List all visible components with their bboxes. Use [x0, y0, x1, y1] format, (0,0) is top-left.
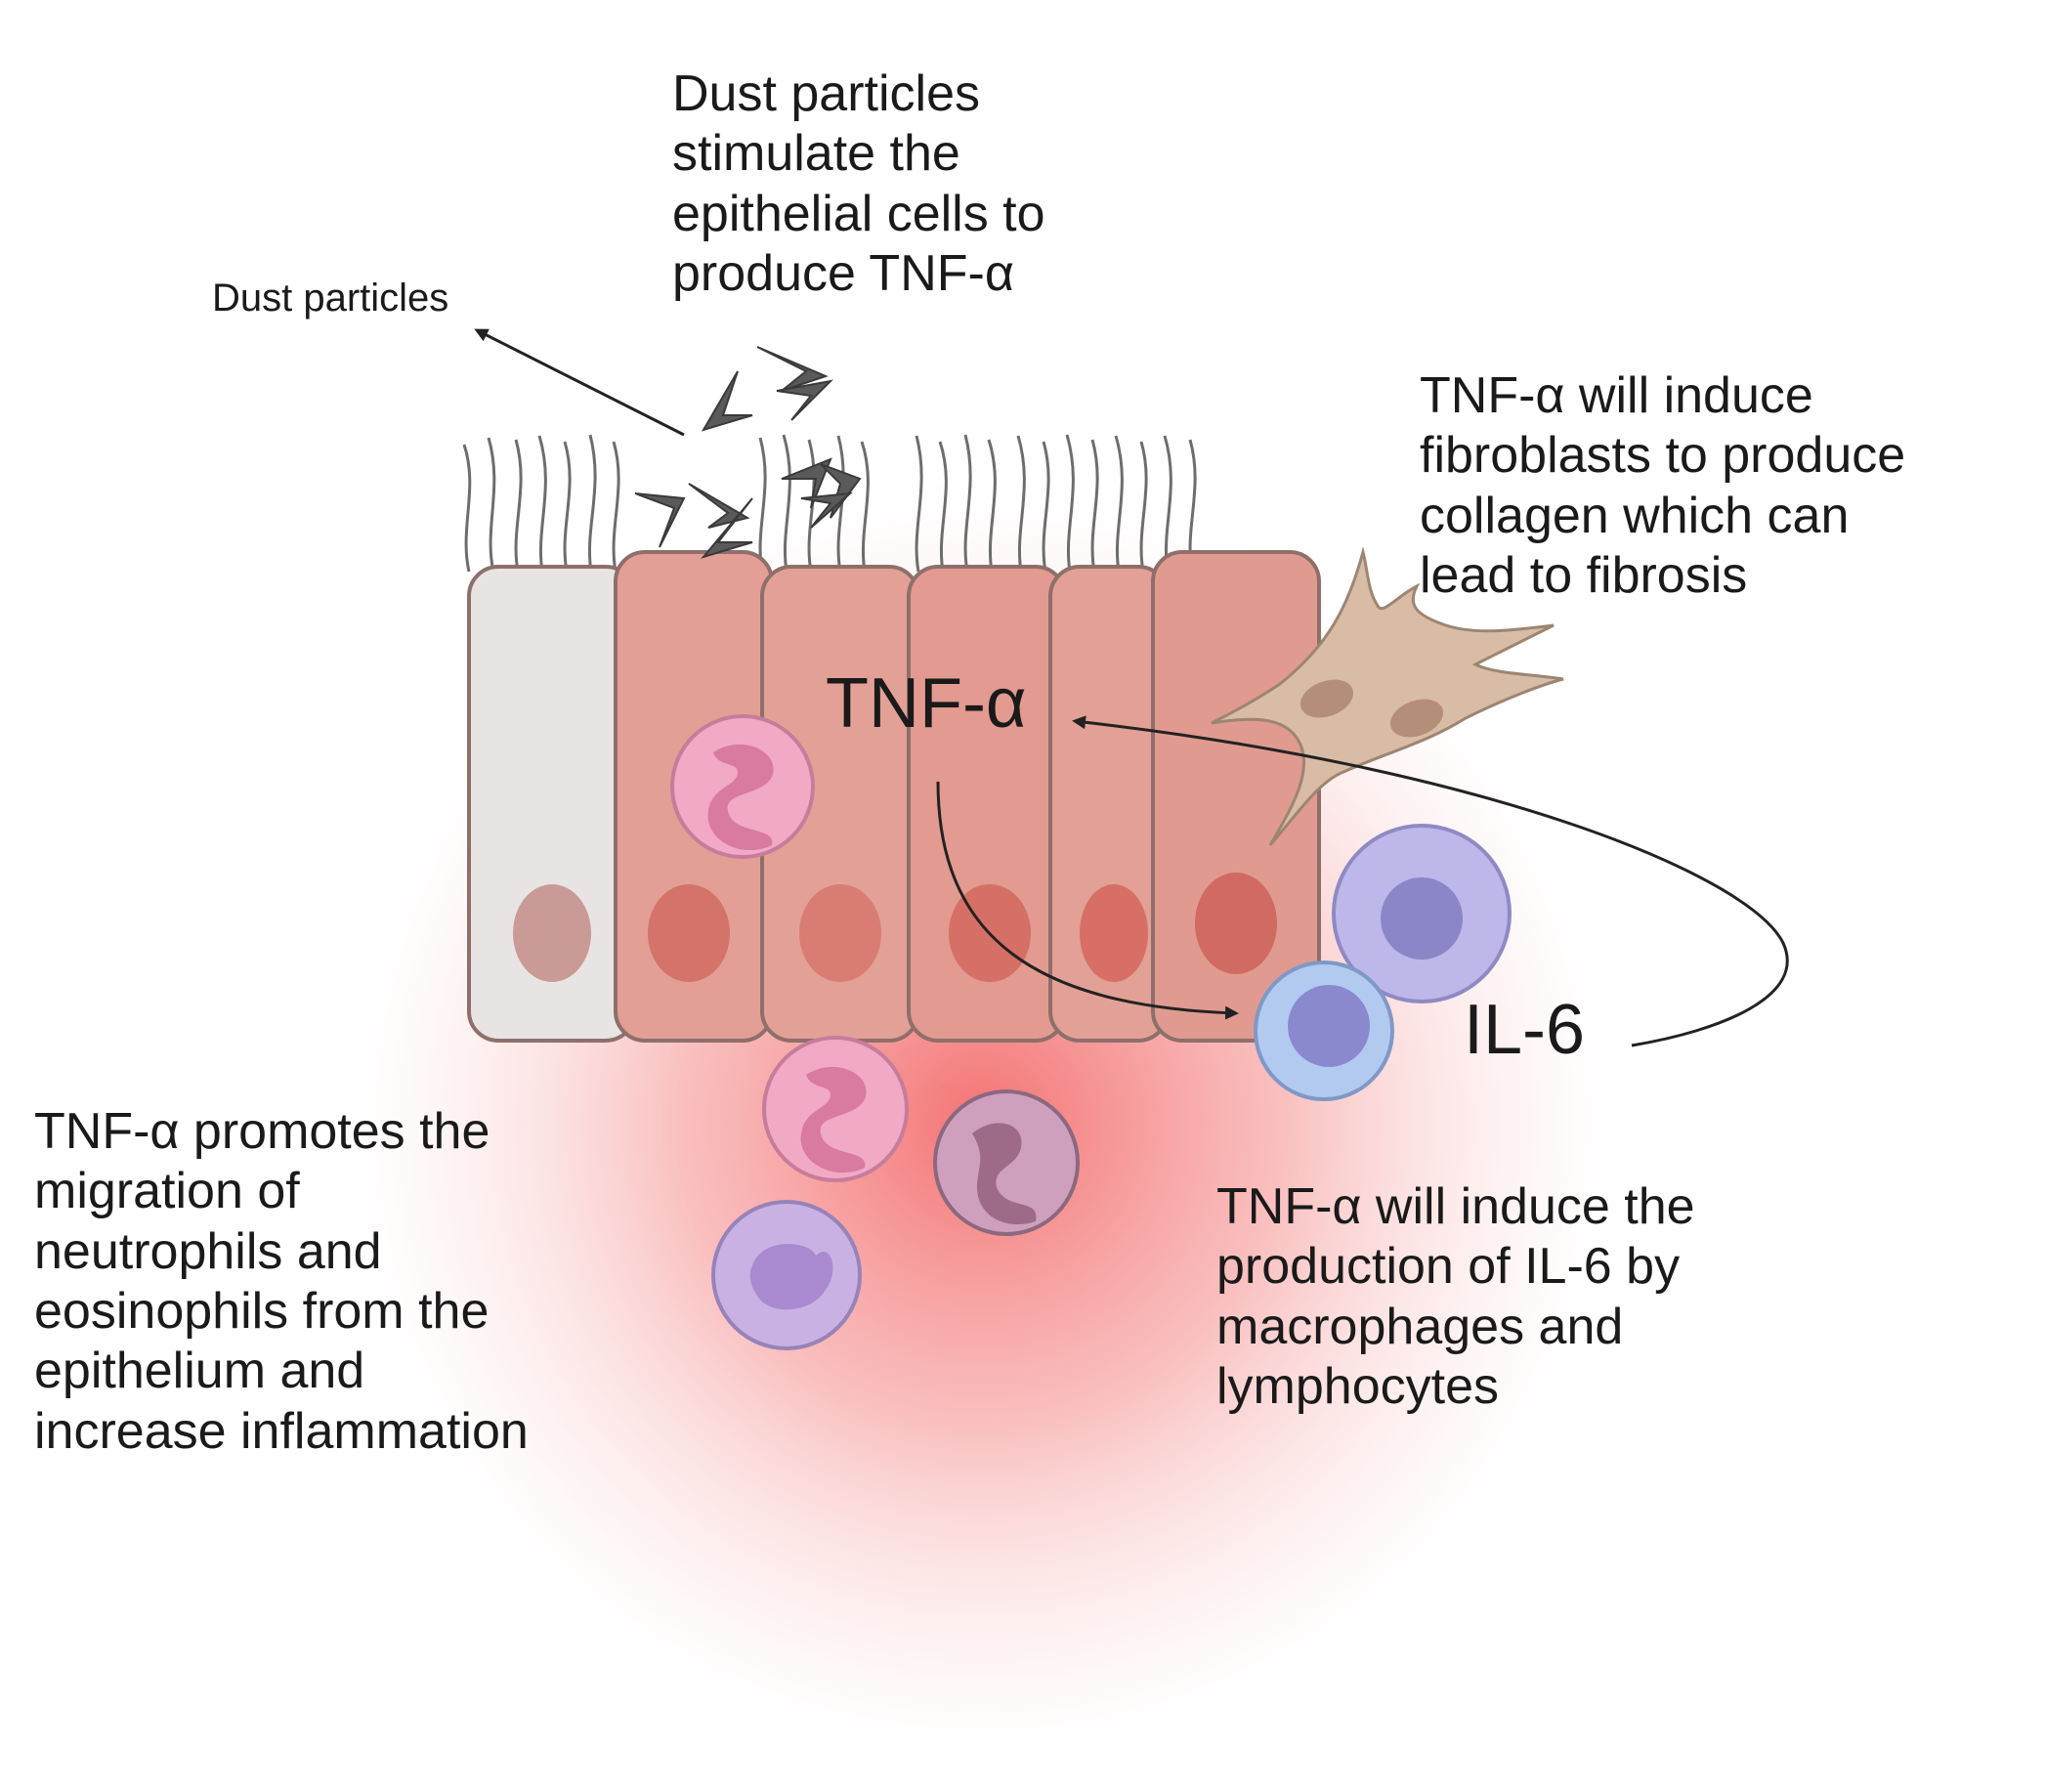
arrow-il6-to-tnf	[1072, 715, 1789, 1047]
arrow-tnf-to-il6	[936, 781, 1239, 1020]
fibroblast-nucleus	[1389, 699, 1444, 738]
lymphocyte	[1254, 960, 1394, 1101]
fibroblast-note: TNF-α will induce fibroblasts to produce…	[1420, 367, 1906, 605]
arrow-dust-particles	[474, 328, 685, 437]
fibroblast	[1211, 546, 1564, 846]
tnf-alpha-label: TNF-α	[826, 664, 1027, 743]
monocyte	[711, 1200, 862, 1350]
arrows	[474, 328, 1789, 1047]
il6-production-note: TNF-α will induce the production of IL-6…	[1216, 1178, 1695, 1416]
macrophage	[1332, 824, 1512, 1003]
fibroblast-nucleus	[1299, 679, 1354, 718]
migration-note: TNF-α promotes the migration of neutroph…	[34, 1103, 529, 1460]
nucleus	[799, 884, 881, 982]
nucleus	[513, 884, 591, 982]
nucleus	[1080, 884, 1148, 982]
eosinophil	[933, 1089, 1080, 1236]
dust-particles	[634, 346, 862, 559]
dust-particles-label: Dust particles	[212, 277, 449, 320]
neutrophil	[762, 1036, 909, 1182]
il6-label: IL-6	[1464, 991, 1586, 1069]
epithelial-cell	[1151, 550, 1321, 1043]
neutrophil	[670, 714, 815, 859]
dust-stimulation-note: Dust particles stimulate the epithelial …	[672, 65, 1045, 303]
nucleus	[1195, 873, 1277, 974]
epithelium	[467, 550, 1321, 1043]
nucleus	[648, 884, 730, 982]
nuclei	[513, 873, 1277, 982]
